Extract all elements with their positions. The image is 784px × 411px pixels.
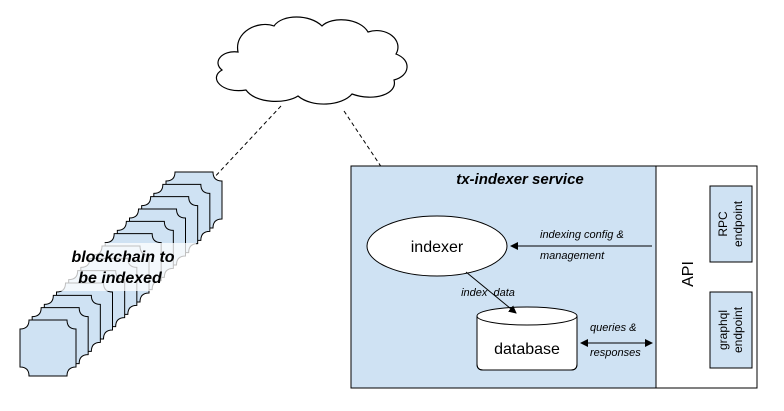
database-node <box>476 306 578 371</box>
cloud-icon <box>215 16 408 105</box>
blockchain-label-backdrop <box>54 243 196 291</box>
config-label-line2: management <box>540 250 605 262</box>
indexer-to-database-arrow <box>465 271 517 314</box>
graphql-endpoint-line1: graphql <box>716 310 730 350</box>
index-data-label: index data <box>461 287 515 299</box>
cloud-to-blockchain-connector <box>209 105 282 183</box>
rpc-endpoint-line1: RPC <box>716 211 730 237</box>
graphql-endpoint-line2: endpoint <box>731 306 745 353</box>
blockchain-label-line2: be indexed <box>78 270 163 287</box>
blockchain-label-line1: blockchain to <box>71 249 174 266</box>
queries-label-line1: queries & <box>590 322 636 334</box>
blockchain-block <box>19 319 77 377</box>
indexer-node <box>366 215 508 277</box>
service-title: tx-indexer service <box>456 171 584 188</box>
config-label-line1: indexing config & <box>540 229 624 241</box>
rpc-endpoint-box <box>709 185 753 263</box>
graphql-endpoint-box <box>709 291 753 369</box>
api-label: API <box>680 261 697 287</box>
queries-label-line2: responses <box>590 347 641 359</box>
database-label: database <box>494 341 560 358</box>
rpc-endpoint-line2: endpoint <box>731 200 745 247</box>
indexer-label: indexer <box>411 239 464 256</box>
